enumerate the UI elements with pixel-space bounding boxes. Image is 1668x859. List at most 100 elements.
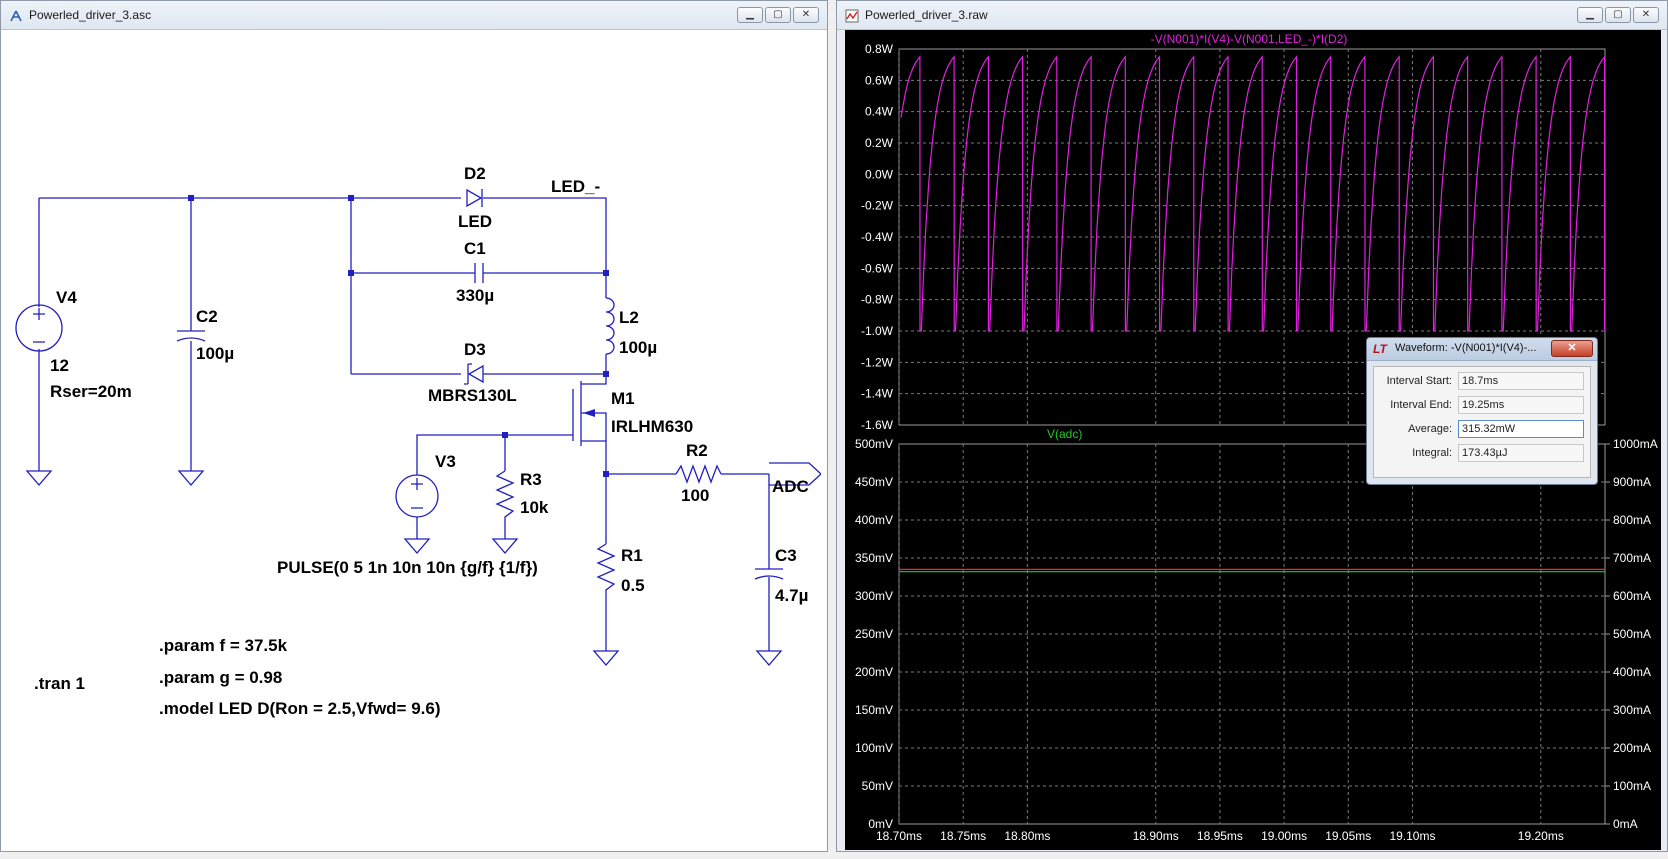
r2-value: 100 (681, 486, 709, 505)
interval-end-field[interactable]: 19.25ms (1458, 396, 1584, 414)
top-y-tick: -1.0W (861, 324, 894, 338)
power-trace[interactable] (900, 55, 1606, 332)
lt-logo-icon: LT (1373, 342, 1387, 356)
r3-value: 10k (520, 498, 549, 517)
average-field[interactable]: 315.32mW (1458, 420, 1584, 438)
c3-value: 4.7µ (775, 586, 808, 605)
waveform-window[interactable]: Powerled_driver_3.raw ▁ ▢ ✕ 0.8W 0.6W 0.4W… (836, 0, 1668, 852)
x-tick: 18.75ms (940, 829, 986, 843)
top-y-tick: -0.4W (861, 230, 894, 244)
d3-label: D3 (464, 340, 486, 359)
directive-tran[interactable]: .tran 1 (34, 674, 85, 693)
adc-net-flag (769, 462, 821, 486)
top-y-tick: 0.4W (865, 105, 894, 119)
maximize-button[interactable]: ▢ (1605, 7, 1631, 23)
v3-source-symbol[interactable] (395, 474, 439, 518)
close-button[interactable]: ✕ (1633, 7, 1659, 23)
x-tick: 18.70ms (876, 829, 922, 843)
bottom-y-tick-left: 50mV (862, 779, 893, 793)
r2-resistor-symbol[interactable] (675, 464, 722, 484)
bottom-y-tick-left: 100mV (855, 741, 893, 755)
top-trace-label[interactable]: -V(N001)*I(V4)-V(N001,LED_-)*I(D2) (1151, 32, 1348, 46)
bottom-y-tick-left: 0mV (868, 817, 893, 831)
l2-label: L2 (619, 308, 639, 327)
schematic-canvas[interactable]: V4 12 Rser=20m C2 100µ D2 LED LED_- C1 3… (9, 30, 821, 850)
dialog-title: Waveform: -V(N001)*I(V4)-... (1395, 342, 1537, 354)
c2-value: 100µ (196, 344, 234, 363)
bottom-y-tick-right: 700mA (1613, 551, 1651, 565)
c2-capacitor-symbol[interactable] (176, 330, 206, 342)
d2-led-symbol[interactable] (466, 188, 483, 208)
directive-model[interactable]: .model LED D(Ron = 2.5,Vfwd= 9.6) (159, 699, 441, 718)
waveform-titlebar[interactable]: Powerled_driver_3.raw ▁ ▢ ✕ (837, 1, 1667, 30)
bottom-y-tick-right: 0mA (1613, 817, 1638, 831)
interval-end-label: Interval End: (1390, 399, 1452, 411)
dialog-close-button[interactable]: ✕ (1551, 340, 1593, 357)
r1-label: R1 (621, 546, 643, 565)
bottom-y-tick-right: 600mA (1613, 589, 1651, 603)
adc-label: ADC (772, 477, 809, 496)
r3-resistor-symbol[interactable] (495, 470, 515, 523)
close-button[interactable]: ✕ (793, 7, 819, 23)
x-tick: 18.90ms (1133, 829, 1179, 843)
m1-label: M1 (611, 389, 635, 408)
c3-capacitor-symbol[interactable] (754, 568, 784, 580)
minimize-button[interactable]: ▁ (1577, 7, 1603, 23)
average-row: Average: 315.32mW (1374, 419, 1590, 441)
waveform-plot-svg[interactable]: 0.8W0.6W0.4W0.2W0.0W-0.2W-0.4W-0.6W-0.8W… (845, 30, 1661, 850)
x-tick: 19.10ms (1389, 829, 1435, 843)
c1-capacitor-symbol[interactable] (474, 263, 484, 283)
r3-label: R3 (520, 470, 542, 489)
integral-row: Integral: 173.43µJ (1374, 443, 1590, 465)
top-y-tick: -1.6W (861, 418, 894, 432)
schematic-window[interactable]: Powerled_driver_3.asc ▁ ▢ ✕ (0, 0, 828, 852)
schematic-titlebar[interactable]: Powerled_driver_3.asc ▁ ▢ ✕ (1, 1, 827, 30)
d3-diode-symbol[interactable] (464, 363, 484, 385)
schematic-window-title: Powerled_driver_3.asc (29, 8, 152, 22)
v4-rser: Rser=20m (50, 382, 132, 401)
c1-value: 330µ (456, 286, 494, 305)
top-y-tick: -1.2W (861, 355, 894, 369)
interval-start-field[interactable]: 18.7ms (1458, 372, 1584, 390)
bottom-y-tick-right: 500mA (1613, 627, 1651, 641)
v4-value: 12 (50, 356, 69, 375)
integral-label: Integral: (1412, 447, 1452, 459)
waveform-app-icon (845, 9, 859, 23)
v3-pulse-value: PULSE(0 5 1n 10n 10n {g/f} {1/f}) (277, 558, 538, 577)
bottom-trace-label[interactable]: V(adc) (1047, 427, 1082, 441)
c3-label: C3 (775, 546, 797, 565)
maximize-button[interactable]: ▢ (765, 7, 791, 23)
interval-start-label: Interval Start: (1386, 375, 1452, 387)
directive-param-g[interactable]: .param g = 0.98 (159, 668, 282, 687)
bottom-y-tick-left: 400mV (855, 513, 893, 527)
dialog-titlebar[interactable]: LT Waveform: -V(N001)*I(V4)-... ✕ (1367, 338, 1597, 361)
bottom-y-tick-right: 200mA (1613, 741, 1651, 755)
top-y-tick: 0.8W (865, 42, 894, 56)
d2-model: LED (458, 212, 492, 231)
x-tick: 18.80ms (1004, 829, 1050, 843)
top-y-tick: 0.6W (865, 73, 894, 87)
r1-resistor-symbol[interactable] (596, 543, 616, 596)
interval-end-row: Interval End: 19.25ms (1374, 395, 1590, 417)
waveform-window-title: Powerled_driver_3.raw (865, 8, 988, 22)
bottom-y-tick-right: 100mA (1613, 779, 1651, 793)
top-y-tick: -0.8W (861, 293, 894, 307)
bottom-y-tick-right: 300mA (1613, 703, 1651, 717)
waveform-measurement-dialog[interactable]: LT Waveform: -V(N001)*I(V4)-... ✕ Interv… (1366, 337, 1598, 485)
pane-separator[interactable] (845, 434, 1661, 444)
bottom-y-tick-left: 450mV (855, 475, 893, 489)
m1-model: IRLHM630 (611, 417, 693, 436)
top-y-tick: -0.2W (861, 199, 894, 213)
integral-field[interactable]: 173.43µJ (1458, 444, 1584, 462)
x-tick: 19.00ms (1261, 829, 1307, 843)
bottom-y-tick-right: 800mA (1613, 513, 1651, 527)
top-y-tick: 0.2W (865, 136, 894, 150)
directive-param-f[interactable]: .param f = 37.5k (159, 636, 288, 655)
v4-source-symbol[interactable] (15, 304, 63, 352)
minimize-button[interactable]: ▁ (737, 7, 763, 23)
led-net-label: LED_- (551, 177, 600, 196)
c1-label: C1 (464, 239, 486, 258)
bottom-y-tick-right: 900mA (1613, 475, 1651, 489)
bottom-y-tick-right: 1000mA (1613, 437, 1658, 451)
l2-inductor-symbol[interactable] (605, 297, 615, 355)
